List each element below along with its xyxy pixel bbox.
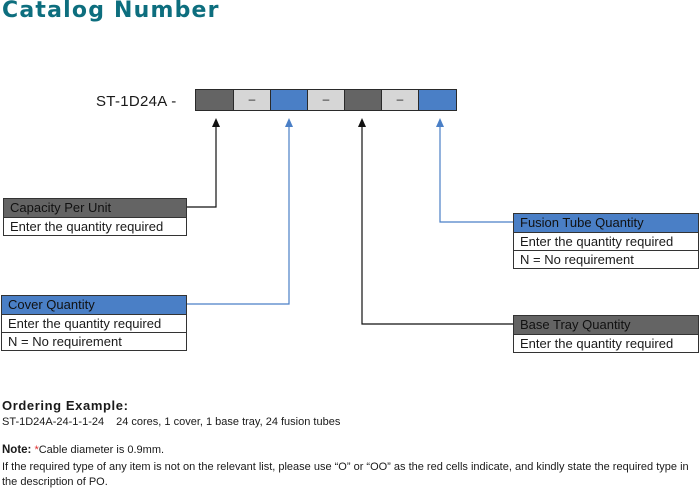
ordering-example-description: 24 cores, 1 cover, 1 base tray, 24 fusio… — [116, 416, 341, 428]
ordering-example-line: ST-1D24A-24-1-1-24 24 cores, 1 cover, 1 b… — [2, 416, 340, 428]
base-connector — [361, 125, 513, 325]
cover-arrow-icon — [285, 118, 293, 127]
ordering-example-title: Ordering Example: — [2, 398, 129, 413]
cover-header: Cover Quantity — [2, 296, 186, 314]
fusion-row-quantity: Enter the quantity required — [514, 232, 698, 250]
ordering-example-code: ST-1D24A-24-1-1-24 — [2, 416, 105, 428]
capacity-box: Capacity Per Unit Enter the quantity req… — [3, 198, 187, 236]
note-text: Cable diameter is 0.9mm. — [38, 444, 165, 456]
base-header: Base Tray Quantity — [514, 316, 698, 334]
capacity-header: Capacity Per Unit — [4, 199, 186, 217]
dash-glyph: – — [396, 92, 404, 106]
fusion-row-none: N = No requirement — [514, 250, 698, 268]
note-label: Note: — [2, 444, 32, 456]
segment-fusion-tube — [418, 89, 457, 111]
fusion-box: Fusion Tube Quantity Enter the quantity … — [513, 213, 699, 269]
capacity-arrow-icon — [212, 118, 220, 127]
cover-row-quantity: Enter the quantity required — [2, 314, 186, 332]
cover-row-none: N = No requirement — [2, 332, 186, 350]
cover-connector — [187, 125, 290, 305]
capacity-connector — [187, 125, 217, 208]
note-line: Note: *Cable diameter is 0.9mm. — [2, 444, 164, 456]
fusion-connector — [439, 125, 513, 223]
fusion-arrow-icon — [436, 118, 444, 127]
base-box: Base Tray Quantity Enter the quantity re… — [513, 315, 699, 353]
cover-box: Cover Quantity Enter the quantity requir… — [1, 295, 187, 351]
base-row-quantity: Enter the quantity required — [514, 334, 698, 352]
dash-glyph: – — [248, 92, 256, 106]
page-title: Catalog Number — [2, 0, 220, 23]
fusion-header: Fusion Tube Quantity — [514, 214, 698, 232]
catalog-prefix: ST-1D24A - — [96, 93, 177, 110]
dash-glyph: – — [322, 92, 330, 106]
note-mark: * — [34, 444, 39, 456]
capacity-row-quantity: Enter the quantity required — [4, 217, 186, 235]
note-body: If the required type of any item is not … — [2, 461, 689, 488]
base-arrow-icon — [358, 118, 366, 127]
